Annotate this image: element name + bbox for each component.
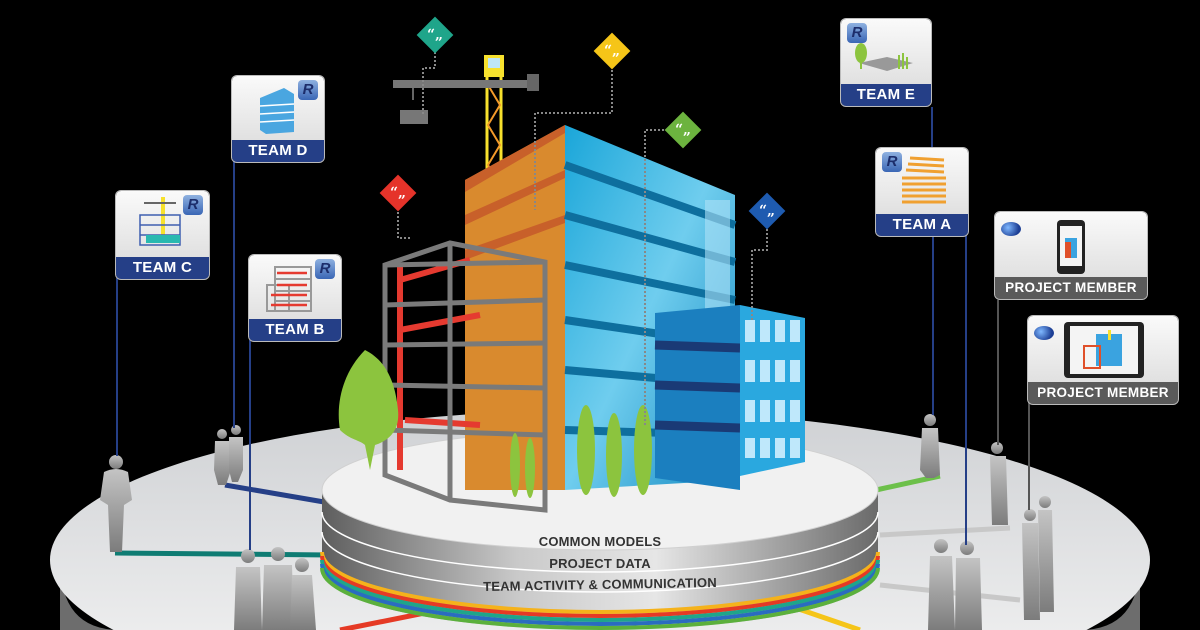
team-card-c[interactable]: TEAM C — [116, 191, 209, 279]
quote-icon: “„ — [603, 43, 621, 59]
quote-icon: “„ — [674, 122, 692, 138]
quote-icon: “„ — [389, 185, 407, 201]
floor-slabs-icon — [876, 148, 968, 212]
team-label: TEAM D — [232, 140, 324, 162]
people-silhouettes — [100, 414, 1054, 630]
comment-marker-blue[interactable]: “„ — [748, 192, 786, 230]
revit-icon — [298, 80, 318, 100]
trees — [338, 350, 652, 498]
card-leaders — [116, 107, 1030, 550]
team-label: TEAM C — [116, 257, 209, 279]
a360-icon — [1034, 326, 1054, 340]
team-card-a[interactable]: TEAM A — [876, 148, 968, 236]
structural-frame — [382, 240, 548, 513]
smartphone-icon — [995, 212, 1147, 276]
revit-icon — [847, 23, 867, 43]
glass-tower — [563, 125, 805, 490]
a360-icon — [1001, 222, 1021, 236]
comment-leaders — [397, 52, 768, 425]
team-label: TEAM E — [841, 84, 931, 106]
team-label: TEAM A — [876, 214, 968, 236]
crane-structure-icon — [116, 191, 209, 255]
team-card-d[interactable]: TEAM D — [232, 76, 324, 162]
site-landscape-icon — [841, 19, 931, 83]
member-label: PROJECT MEMBER — [995, 277, 1147, 299]
comment-marker-red[interactable]: “„ — [379, 174, 417, 212]
comment-marker-teal[interactable]: “„ — [416, 16, 454, 54]
tablet-icon — [1028, 316, 1178, 380]
quote-icon: “„ — [758, 203, 776, 219]
member-label: PROJECT MEMBER — [1028, 382, 1178, 404]
comment-marker-green[interactable]: “„ — [664, 111, 702, 149]
layer-project-data: PROJECT DATA — [549, 556, 651, 571]
team-card-e[interactable]: TEAM E — [841, 19, 931, 106]
office-tower-icon — [232, 76, 324, 140]
mep-frame-icon — [249, 255, 341, 319]
revit-icon — [183, 195, 203, 215]
quote-icon: “„ — [426, 27, 444, 43]
comment-marker-yellow[interactable]: “„ — [593, 32, 631, 70]
revit-icon — [882, 152, 902, 172]
member-card-phone[interactable]: PROJECT MEMBER — [995, 212, 1147, 299]
revit-icon — [315, 259, 335, 279]
member-card-tablet[interactable]: PROJECT MEMBER — [1028, 316, 1178, 404]
orange-building — [465, 125, 565, 490]
team-label: TEAM B — [249, 319, 341, 341]
layer-common-models: COMMON MODELS — [538, 534, 662, 549]
team-card-b[interactable]: TEAM B — [249, 255, 341, 341]
